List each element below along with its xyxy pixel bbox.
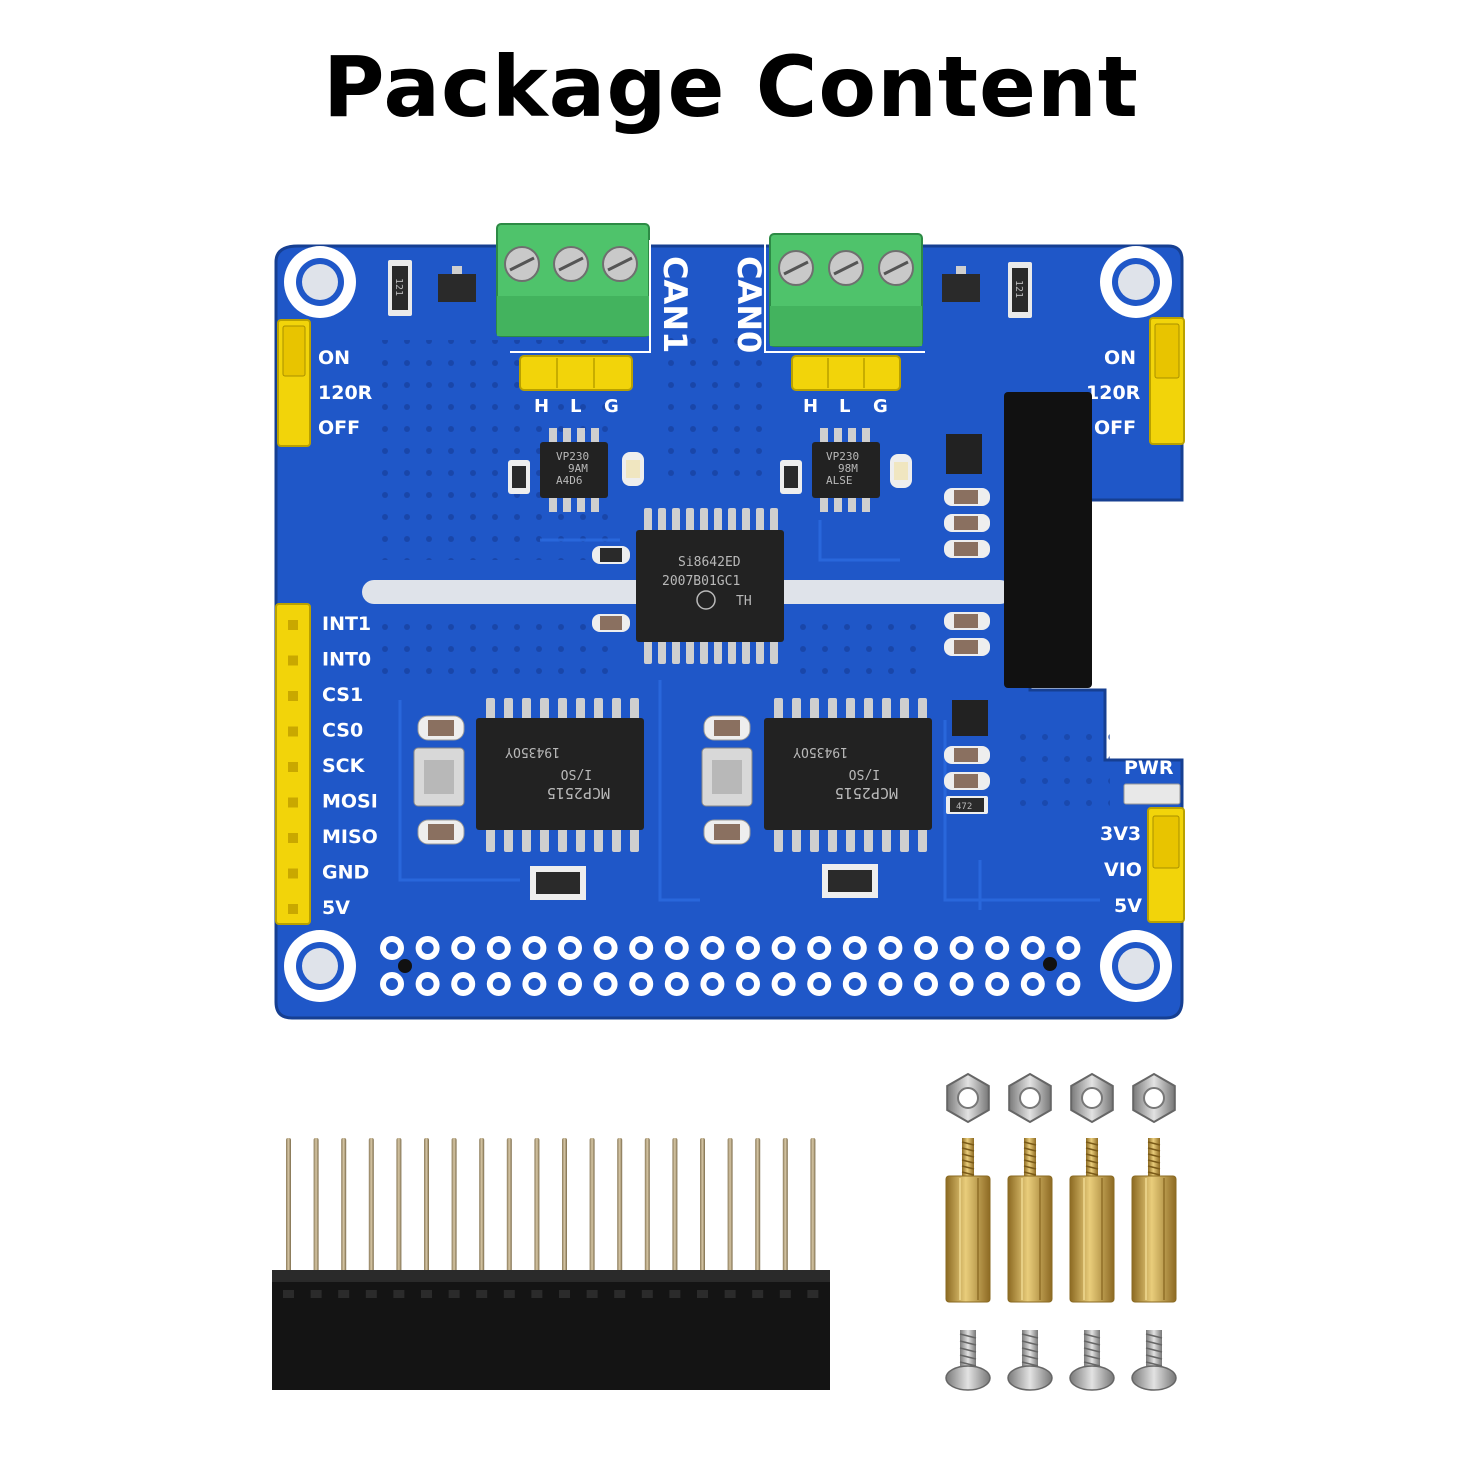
- can0-label: CAN0: [730, 256, 768, 353]
- screws: [945, 1330, 1177, 1391]
- can1-pin-g: G: [604, 396, 619, 417]
- left-header-pin-label: 5V: [322, 897, 350, 919]
- left-header-pin-label: INT0: [322, 649, 371, 671]
- can-transceiver-chip-2: VP230 98M ALSE: [812, 428, 880, 512]
- right-jumper-120r: 120R: [1086, 382, 1141, 404]
- page-title: Package Content: [323, 38, 1139, 136]
- can-controller-chip-2: MCP2515 I/SO 19435OY: [764, 698, 932, 852]
- right-jumper-on: ON: [1104, 347, 1136, 369]
- left-header-pin-label: CS0: [322, 720, 363, 742]
- brass-standoff: [1007, 1138, 1053, 1303]
- right-smd-column: 472: [944, 434, 990, 814]
- svg-text:I/SO: I/SO: [849, 766, 880, 781]
- svg-text:I/SO: I/SO: [561, 766, 592, 781]
- can1-pin-h: H: [534, 396, 549, 417]
- can0-pin-h: H: [803, 396, 818, 417]
- screw: [1131, 1330, 1177, 1391]
- svg-text:98M: 98M: [838, 462, 858, 475]
- left-header-pin-label: SCK: [322, 755, 366, 777]
- brass-standoffs: [945, 1138, 1177, 1303]
- left-termination-jumper: [277, 319, 311, 447]
- svg-text:A4D6: A4D6: [556, 474, 583, 487]
- svg-text:VP230: VP230: [556, 450, 589, 463]
- mounting-hardware-kit: [945, 1072, 1177, 1391]
- left-jumper-120r: 120R: [318, 382, 373, 404]
- left-header-pin-label: MISO: [322, 826, 378, 848]
- resistor-marking-right: 121: [1013, 280, 1024, 298]
- screw: [1007, 1330, 1053, 1391]
- isolator-chip: Si8642ED 2007B01GC1 TH: [636, 508, 784, 664]
- can1-terminal-block: [496, 223, 650, 337]
- pwr-label: PWR: [1124, 757, 1174, 779]
- can-controller-chip-1: MCP2515 I/SO 19435OY: [476, 698, 644, 852]
- svg-text:2007B01GC1: 2007B01GC1: [662, 574, 740, 589]
- right-jumper-off: OFF: [1094, 417, 1136, 439]
- can0-pin-l: L: [839, 396, 850, 417]
- can1-pin-l: L: [570, 396, 581, 417]
- left-signal-header: [275, 603, 311, 925]
- resistor-marking-left: 121: [393, 278, 404, 296]
- resistor-marking-472: 472: [956, 802, 972, 812]
- svg-text:Si8642ED: Si8642ED: [678, 555, 741, 570]
- dc-dc-module: [1004, 392, 1092, 688]
- right-termination-jumper: [1149, 317, 1185, 445]
- brass-standoff: [1069, 1138, 1115, 1303]
- svg-text:TH: TH: [736, 594, 752, 609]
- screw: [1069, 1330, 1115, 1391]
- pwr-3v3: 3V3: [1100, 823, 1141, 845]
- gpio-40-pin-holes: [380, 936, 1081, 996]
- power-select-jumper: [1147, 807, 1185, 923]
- svg-text:19435OY: 19435OY: [505, 744, 560, 759]
- mounting-holes: [284, 246, 1172, 1002]
- svg-text:VP230: VP230: [826, 450, 859, 463]
- hex-nuts: [946, 1072, 1176, 1124]
- left-header-pin-label: GND: [322, 862, 369, 884]
- small-passives: [508, 452, 912, 900]
- svg-text:MCP2515: MCP2515: [835, 784, 898, 802]
- left-jumper-off: OFF: [318, 417, 360, 439]
- brass-standoff: [945, 1138, 991, 1303]
- svg-text:ALSE: ALSE: [826, 474, 853, 487]
- stacking-pin-header: [272, 1138, 830, 1390]
- left-jumper-on: ON: [318, 347, 350, 369]
- top-smd-parts: 121 121: [388, 260, 1032, 318]
- svg-text:19435OY: 19435OY: [793, 744, 848, 759]
- svg-text:9AM: 9AM: [568, 462, 588, 475]
- can1-pin-header: [519, 355, 633, 391]
- can0-pin-g: G: [873, 396, 888, 417]
- can-transceiver-chip-1: VP230 9AM A4D6: [540, 428, 608, 512]
- left-header-pin-label: CS1: [322, 684, 363, 706]
- brass-standoff: [1131, 1138, 1177, 1303]
- screw: [945, 1330, 991, 1391]
- svg-text:MCP2515: MCP2515: [547, 784, 610, 802]
- pwr-5v: 5V: [1114, 895, 1142, 917]
- crystal-oscillators: [413, 715, 753, 845]
- can-hat-board: CAN1 CAN0 H L G H L G ON 120R OFF ON 1: [274, 223, 1185, 1020]
- can0-terminal-block: [769, 233, 923, 347]
- left-header-pin-label: MOSI: [322, 791, 378, 813]
- pwr-vio: VIO: [1104, 859, 1142, 881]
- left-header-pin-label: INT1: [322, 613, 371, 635]
- can1-label: CAN1: [656, 256, 694, 353]
- can0-pin-header: [791, 355, 901, 391]
- pwr-led: [1123, 783, 1181, 805]
